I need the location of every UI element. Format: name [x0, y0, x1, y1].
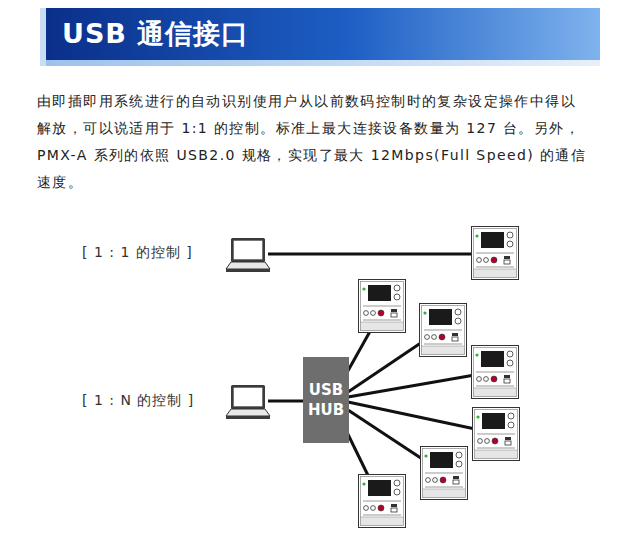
laptop-icon: [226, 238, 270, 272]
usb-cables: [268, 254, 494, 500]
power-supply-icon: [473, 408, 520, 461]
power-supply-icon: [472, 346, 519, 399]
header-stripe: [46, 60, 600, 66]
usb-hub-box: USB HUB: [303, 357, 349, 443]
node-text: USB HUB: [306, 380, 346, 420]
power-supply-icon: [359, 475, 406, 528]
power-supply-icon: [421, 447, 468, 500]
power-supply-icon: [420, 304, 467, 357]
header-edge: [40, 8, 46, 66]
laptop-icon: [226, 385, 270, 419]
header-band: [46, 8, 600, 60]
page-title: USB 通信接口: [62, 16, 249, 52]
description-text: 由即插即用系统进行的自动识别使用户从以前数码控制时的复杂设定操作中得以解放，可以…: [37, 88, 589, 196]
power-supply-icon: [359, 280, 406, 333]
power-supply-icon: [472, 227, 519, 280]
node-text-group: USB HUB: [306, 380, 346, 420]
control-label: [ 1 : N 的控制 ]: [82, 392, 194, 410]
control-label: [ 1 : 1 的控制 ]: [82, 244, 193, 262]
